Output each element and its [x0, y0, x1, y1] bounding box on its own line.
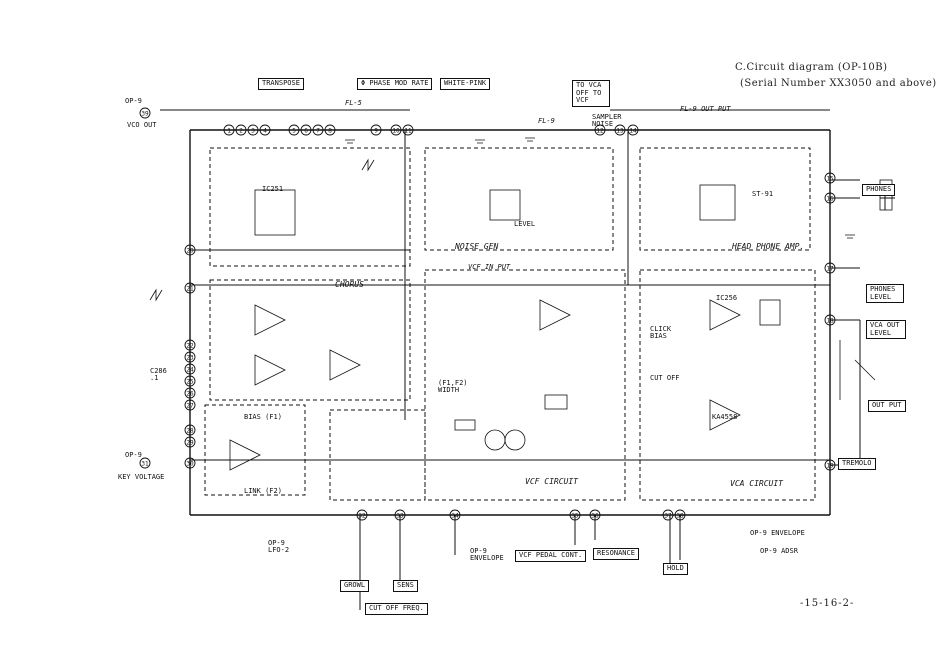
- connector-number: 17: [826, 266, 834, 273]
- connector-number: 25: [186, 379, 194, 386]
- resonance-label: RESONANCE: [593, 548, 639, 560]
- connector-number: 29: [186, 440, 194, 447]
- diagram-title: C.Circuit diagram (OP-10B): [735, 62, 888, 73]
- connector-number: 36: [591, 513, 599, 520]
- ic251-label: IC251: [262, 185, 284, 193]
- ic-chip-label: KA4558: [712, 413, 738, 421]
- connector-number: 21: [186, 286, 194, 293]
- connector-number: 7: [316, 128, 320, 135]
- fl9-output-label: FL-9 OUT PUT: [680, 105, 731, 113]
- page-number: -15-16-2-: [800, 598, 855, 609]
- bias-label: BIAS (F1): [244, 413, 282, 421]
- link-label: LINK (F2): [244, 487, 282, 495]
- sampler-noise-label: SAMPLER NOISE: [592, 113, 622, 128]
- op9-left-label: OP-9: [125, 451, 142, 459]
- op9-top-label: OP-9: [125, 97, 142, 105]
- op9-envelope-bottom-label: OP-9 ENVELOPE: [470, 547, 504, 562]
- chorus-title: CHORUS: [335, 280, 364, 289]
- transpose-label: TRANSPOSE: [258, 78, 304, 90]
- connector-number: 20: [186, 248, 194, 255]
- connector-number: 37: [664, 513, 672, 520]
- phase-mod-rate-label: Φ PHASE MOD RATE: [357, 78, 433, 90]
- op9-lfo2-label: OP-9 LFO-2: [268, 539, 290, 554]
- connector-number: 23: [186, 355, 194, 362]
- connector-number: 16: [826, 196, 834, 203]
- connector-number: 13: [616, 128, 624, 135]
- connector-number: 2: [239, 128, 243, 135]
- headphone-amp-title: HEAD PHONE AMP.: [732, 242, 805, 251]
- connector-number: 31: [141, 461, 149, 468]
- connector-number: 5: [292, 128, 296, 135]
- connector-number: 1: [227, 128, 231, 135]
- connector-number: 28: [186, 428, 194, 435]
- connector-number: 24: [186, 367, 194, 374]
- cut-off-freq-label: CUT OFF FREQ.: [365, 603, 428, 615]
- hold-label: HOLD: [663, 563, 688, 575]
- connector-number: 32: [358, 513, 366, 520]
- connector-number: 6: [304, 128, 308, 135]
- connector-number: 34: [451, 513, 459, 520]
- level-label: LEVEL: [514, 220, 536, 228]
- width-label: (F1,F2) WIDTH: [438, 379, 468, 394]
- cut-off-label: CUT OFF: [650, 374, 680, 382]
- connector-number: 22: [186, 343, 194, 350]
- connector-number: 26: [186, 391, 194, 398]
- key-voltage-label: KEY VOLTAGE: [118, 473, 165, 481]
- vcf-input-label: VCF IN PUT: [468, 263, 511, 271]
- sens-label: SENS: [393, 580, 418, 592]
- click-bias-label: CLICK BIAS: [650, 325, 672, 340]
- c286-label: C286 .1: [150, 367, 167, 382]
- phones-level-label: PHONES LEVEL: [866, 284, 904, 304]
- connector-number: 30: [186, 461, 194, 468]
- out-put-label: OUT PUT: [868, 400, 906, 412]
- connector-number: 35: [571, 513, 579, 520]
- connector-number: 15: [826, 176, 834, 183]
- connector-number: 38: [676, 513, 684, 520]
- to-vca-off-to-vcf-label: TO VCA OFF TO VCF: [572, 80, 610, 108]
- tremolo-label: TREMOLO: [838, 458, 876, 470]
- phones-label: PHONES: [862, 184, 896, 196]
- connector-number: 10: [392, 128, 400, 135]
- fl5-label: FL-5: [345, 99, 362, 107]
- vcf-pedal-cont-label: VCF PEDAL CONT.: [515, 550, 587, 562]
- connector-number: 27: [186, 403, 194, 410]
- op9-envelope-label: OP-9 ENVELOPE: [750, 529, 805, 537]
- connector-number: 12: [596, 128, 604, 135]
- connector-number: 8: [328, 128, 332, 135]
- connector-number: 19: [826, 463, 834, 470]
- vco-out-label: VCO OUT: [127, 121, 157, 129]
- st91-label: ST-91: [752, 190, 774, 198]
- noise-gen-title: NOISE GEN: [455, 242, 499, 251]
- connector-number: 9: [374, 128, 378, 135]
- vca-out-level-label: VCA OUT LEVEL: [866, 320, 906, 340]
- connector-number: 33: [396, 513, 404, 520]
- connector-number: 4: [263, 128, 267, 135]
- fl9-label: FL-9: [538, 117, 555, 125]
- connector-number: 14: [629, 128, 637, 135]
- growl-label: GROWL: [340, 580, 370, 592]
- connector-number: 39: [141, 111, 149, 118]
- connector-number: 11: [404, 128, 412, 135]
- connector-number: 3: [251, 128, 255, 135]
- vcf-circuit-title: VCF CIRCUIT: [525, 477, 578, 486]
- op9-adsr-label: OP-9 ADSR: [760, 547, 798, 555]
- vca-circuit-title: VCA CIRCUIT: [730, 479, 783, 488]
- serial-note: (Serial Number XX3050 and above): [740, 78, 937, 89]
- connector-number: 18: [826, 318, 834, 325]
- ic256-label: IC256: [716, 294, 738, 302]
- white-pink-label: WHITE-PINK: [440, 78, 491, 90]
